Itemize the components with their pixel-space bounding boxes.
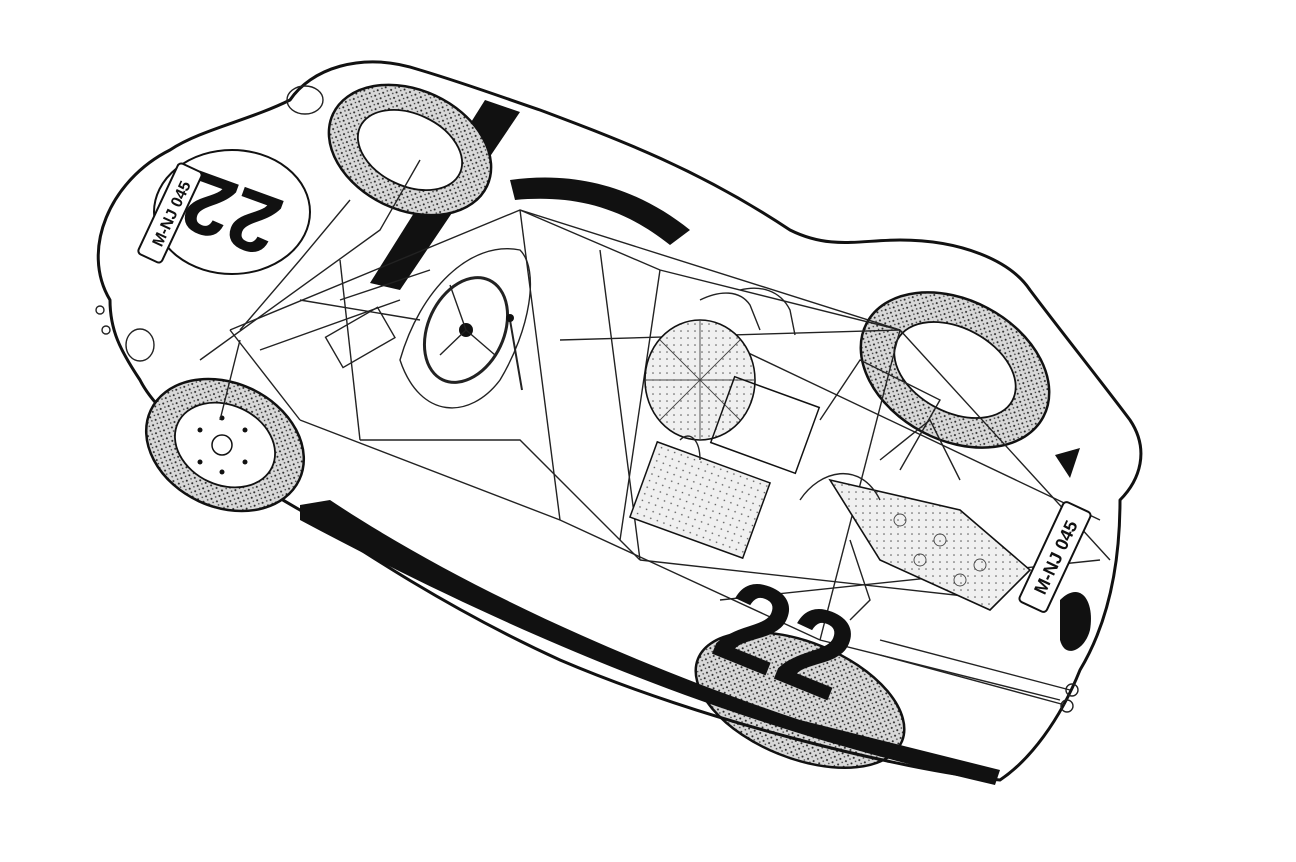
car-body-outline: [96, 60, 1143, 782]
engine: [628, 287, 821, 560]
racing-stripe-side: [300, 500, 1000, 785]
rear-suspension: [799, 359, 961, 501]
headlights: [95, 85, 324, 362]
windscreen: [399, 248, 532, 409]
front-suspension: [199, 159, 421, 421]
rear-grille: [1060, 591, 1091, 651]
gearbox: [828, 478, 1032, 621]
front-left-wheel: [144, 377, 306, 513]
rear-vent: [1055, 448, 1080, 478]
steering-wheel: [422, 276, 510, 384]
gear-lever: [506, 314, 523, 391]
rear-right-wheel: [859, 291, 1051, 449]
racing-stripe-cockpit: [510, 177, 690, 245]
exhaust-pipes: [879, 639, 1079, 713]
front-right-wheel: [327, 83, 493, 217]
